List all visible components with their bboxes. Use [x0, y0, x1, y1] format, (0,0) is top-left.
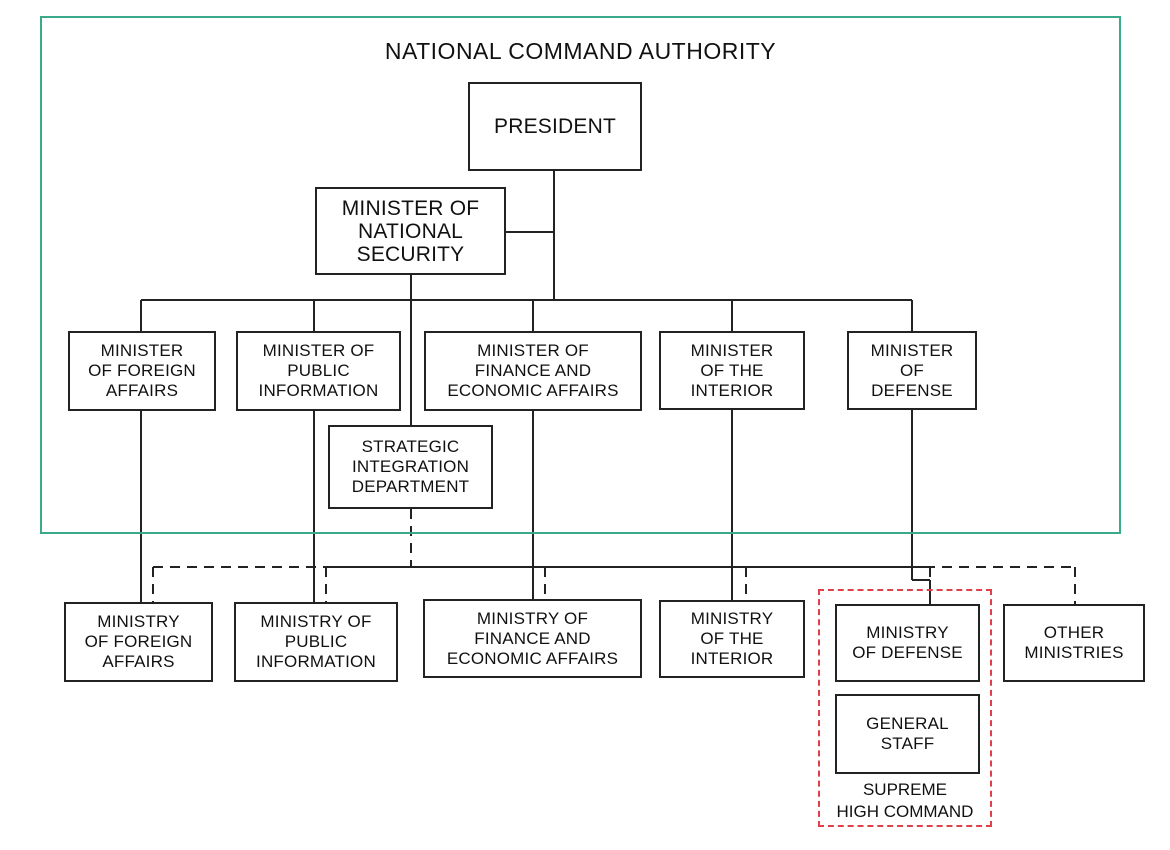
node-ministry-defense: MINISTRY OF DEFENSE: [835, 604, 980, 682]
node-ministry-foreign-affairs: MINISTRY OF FOREIGN AFFAIRS: [64, 602, 213, 682]
supreme-high-command-frame: [818, 589, 992, 827]
node-ministry-interior: MINISTRY OF THE INTERIOR: [659, 600, 805, 678]
node-minister-public-information: MINISTER OF PUBLIC INFORMATION: [236, 331, 401, 411]
node-minister-national-security: MINISTER OF NATIONAL SECURITY: [315, 187, 506, 275]
node-other-ministries: OTHER MINISTRIES: [1003, 604, 1145, 682]
node-ministry-finance: MINISTRY OF FINANCE AND ECONOMIC AFFAIRS: [423, 599, 642, 678]
node-minister-interior: MINISTER OF THE INTERIOR: [659, 331, 805, 410]
node-ministry-public-information: MINISTRY OF PUBLIC INFORMATION: [234, 602, 398, 682]
node-general-staff: GENERAL STAFF: [835, 694, 980, 774]
node-president: PRESIDENT: [468, 82, 642, 171]
supreme-high-command-label: SUPREME HIGH COMMAND: [836, 780, 974, 821]
node-minister-foreign-affairs: MINISTER OF FOREIGN AFFAIRS: [68, 331, 216, 411]
node-strategic-integration-department: STRATEGIC INTEGRATION DEPARTMENT: [328, 425, 493, 509]
diagram-title: NATIONAL COMMAND AUTHORITY: [384, 38, 777, 64]
node-minister-defense: MINISTER OF DEFENSE: [847, 331, 977, 410]
national-command-authority-frame: [40, 16, 1121, 534]
node-minister-finance: MINISTER OF FINANCE AND ECONOMIC AFFAIRS: [424, 331, 642, 411]
